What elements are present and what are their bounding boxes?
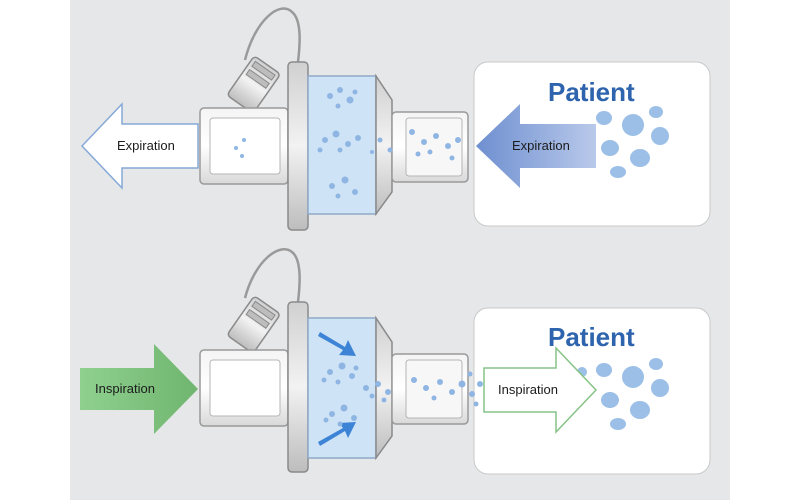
filter-body-top: [307, 75, 377, 215]
flange-left-top: [287, 61, 309, 231]
bottom-panel: Patient: [80, 248, 711, 475]
filter-bubbles-bottom: [321, 362, 483, 427]
patient-title-top: Patient: [548, 77, 635, 107]
inspiration-label-patient: Inspiration: [498, 382, 558, 397]
expiration-arrow-left: [80, 102, 199, 190]
filter-shell-bottom: [375, 315, 393, 461]
top-panel: Patient: [80, 7, 711, 231]
inspiration-arrow-patient: [483, 346, 598, 434]
flow-arrows-inside-filter: [318, 332, 356, 446]
expiration-arrow-patient: [476, 104, 596, 188]
device-wire-top: [243, 7, 301, 63]
patient-title-bottom: Patient: [548, 322, 635, 352]
device-port-top: [227, 56, 280, 113]
device-wire-bottom: [243, 248, 301, 303]
filter-shell-top: [375, 73, 393, 217]
filter-bubbles-top: [234, 87, 461, 199]
device-port-bottom: [227, 296, 280, 353]
inspiration-arrow-left: [80, 344, 198, 434]
expiration-label-left: Expiration: [117, 138, 175, 153]
patient-bubbles-bottom: [577, 358, 669, 430]
inspiration-label-left: Inspiration: [95, 381, 155, 396]
expiration-label-patient: Expiration: [512, 138, 570, 153]
flange-left-bottom: [287, 301, 309, 473]
